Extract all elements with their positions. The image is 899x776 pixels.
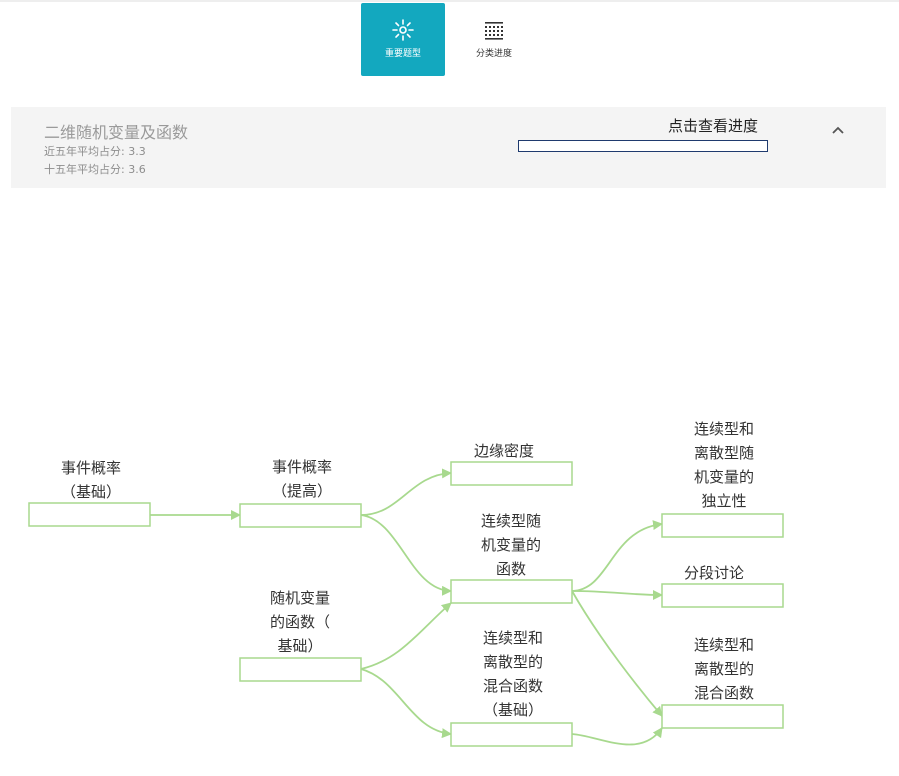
node-label: 事件概率 — [272, 458, 332, 476]
node-box[interactable] — [661, 583, 784, 608]
list-grid-icon — [483, 19, 505, 41]
graph-node[interactable]: 边缘密度 — [450, 442, 573, 486]
stat-five-year: 近五年平均占分: 3.3 — [44, 145, 146, 158]
node-label: 混合函数 — [694, 684, 754, 702]
graph-edge — [571, 727, 663, 746]
chapter-panel[interactable]: 二维随机变量及函数 近五年平均占分: 3.3 十五年平均占分: 3.6 点击查看… — [11, 107, 886, 188]
graph-edges — [150, 468, 663, 746]
graph-edge — [360, 468, 452, 516]
node-box[interactable] — [450, 722, 573, 747]
node-label: 连续型和 — [694, 420, 754, 438]
node-box[interactable] — [661, 513, 784, 538]
node-label: 连续型和 — [694, 636, 754, 654]
node-label: 基础） — [277, 637, 322, 655]
tab-label: 重要题型 — [384, 49, 421, 59]
node-label: 离散型的 — [694, 660, 754, 678]
node-label: 离散型随 — [694, 444, 754, 462]
node-box[interactable] — [239, 657, 362, 682]
graph-node[interactable]: 事件概率 （提高） — [239, 458, 362, 528]
node-label: 机变量的 — [481, 536, 541, 554]
node-label: 事件概率 — [61, 459, 121, 477]
chapter-title: 二维随机变量及函数 — [44, 123, 189, 142]
view-progress-link[interactable]: 点击查看进度 — [668, 117, 759, 135]
node-label: 离散型的 — [483, 653, 543, 671]
node-label: 分段讨论 — [684, 564, 744, 582]
node-label: 函数 — [496, 560, 526, 578]
node-box[interactable] — [239, 503, 362, 528]
node-label: 连续型和 — [483, 629, 543, 647]
graph-edge — [360, 514, 452, 596]
tab-category-progress[interactable]: 分类进度 — [452, 3, 536, 76]
graph-edge — [571, 520, 663, 592]
tab-important-types[interactable]: 重要题型 — [361, 3, 445, 76]
sun-icon — [392, 19, 414, 41]
graph-edge — [571, 590, 663, 717]
top-divider — [0, 0, 899, 2]
graph-nodes: 事件概率（基础）事件概率（提高）随机变量的函数（基础）边缘密度连续型随机变量的函… — [28, 420, 784, 747]
tab-label: 分类进度 — [475, 49, 512, 59]
node-label: 随机变量 — [270, 589, 330, 607]
node-label: 独立性 — [701, 492, 746, 510]
graph-node[interactable]: 事件概率 （基础） — [28, 459, 151, 527]
progress-bar — [518, 140, 768, 152]
node-label: （基础） — [483, 701, 543, 719]
node-label: 混合函数 — [483, 677, 543, 695]
stat-fifteen-year: 十五年平均占分: 3.6 — [44, 163, 146, 176]
graph-edge — [360, 602, 452, 670]
node-label: （提高） — [272, 482, 332, 500]
node-label: 边缘密度 — [474, 442, 534, 460]
node-label: 机变量的 — [694, 468, 754, 486]
node-box[interactable] — [28, 502, 151, 527]
node-label: （基础） — [61, 483, 121, 501]
graph-edge — [571, 589, 663, 600]
node-label: 连续型随 — [481, 512, 541, 530]
node-box[interactable] — [450, 579, 573, 604]
node-box[interactable] — [661, 704, 784, 729]
node-box[interactable] — [450, 461, 573, 486]
graph-edge — [360, 668, 452, 739]
node-label: 的函数（ — [270, 613, 330, 631]
graph-node[interactable]: 分段讨论 — [661, 564, 784, 608]
chevron-up-icon[interactable] — [829, 121, 847, 139]
